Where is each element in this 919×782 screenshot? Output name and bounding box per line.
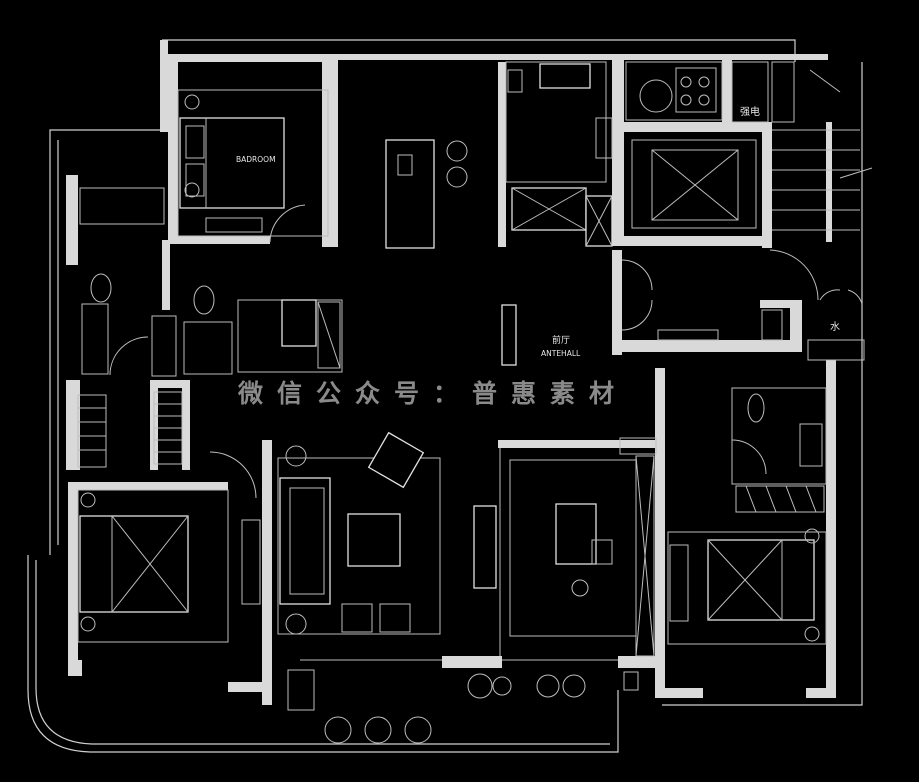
kitchen	[505, 61, 613, 247]
right-edge	[807, 289, 865, 361]
bathroom-left	[79, 187, 233, 377]
wardrobe	[77, 391, 183, 468]
antehall	[501, 249, 819, 366]
bedroom-3	[667, 528, 827, 645]
bathroom-right	[731, 387, 827, 513]
bedroom-1	[177, 89, 329, 243]
water-label: 水	[830, 321, 840, 333]
bedroom-2	[77, 451, 261, 643]
walls	[66, 40, 836, 705]
island	[385, 139, 468, 249]
balcony	[287, 659, 639, 744]
stairs	[771, 61, 873, 242]
watermark: 微信公众号：普惠素材	[237, 379, 628, 408]
living-room	[277, 431, 441, 635]
strong-power-label: 强电	[740, 105, 760, 118]
study-room	[509, 437, 657, 657]
elevator	[631, 139, 757, 229]
antehall-en-label: ANTEHALL	[541, 349, 581, 358]
antehall-cn-label: 前厅	[552, 334, 570, 346]
study-desk	[237, 299, 343, 373]
bedroom-label: BADROOM	[236, 155, 276, 164]
appliance-zone	[625, 61, 769, 123]
tv-wall	[473, 448, 501, 656]
